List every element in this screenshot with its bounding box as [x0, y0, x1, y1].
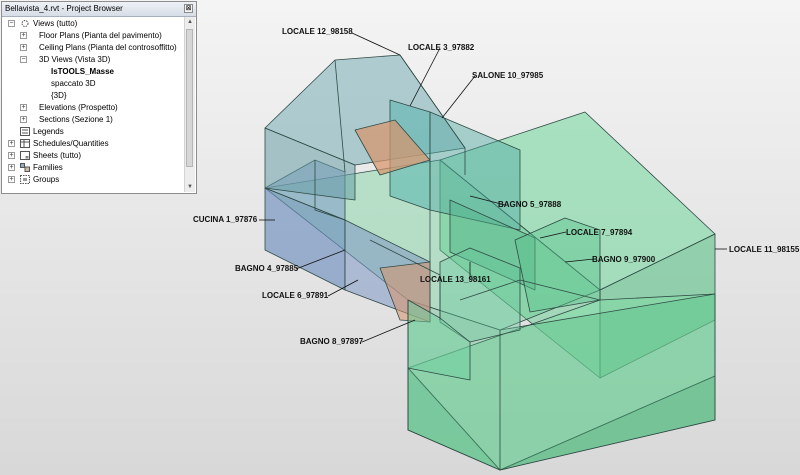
leader-salone: [441, 75, 476, 119]
expand-icon[interactable]: +: [8, 176, 15, 183]
close-icon[interactable]: ⊠: [184, 4, 193, 13]
leader-bagno8: [361, 319, 416, 343]
collapse-icon[interactable]: −: [20, 56, 27, 63]
tree-item-label: 3D Views (Vista 3D): [39, 55, 111, 64]
tree-item-label: Sections (Sezione 1): [39, 115, 113, 124]
tree-item-label: Sheets (tutto): [33, 151, 82, 160]
views-icon: [21, 20, 29, 27]
expand-icon[interactable]: +: [20, 116, 27, 123]
sheet-icon: [20, 151, 30, 160]
leader-bagno9: [564, 258, 595, 263]
tree-item-label: Floor Plans (Pianta del pavimento): [39, 31, 162, 40]
tree-item-label: Views (tutto): [33, 19, 78, 28]
legend-icon: [20, 127, 30, 136]
leader-bagno4: [295, 249, 346, 270]
leader-bagno5: [469, 195, 506, 206]
expand-icon[interactable]: +: [20, 32, 27, 39]
scrollbar-thumb[interactable]: [186, 29, 193, 167]
room-label-cucina-1: CUCINA 1_97876: [193, 215, 258, 224]
schedule-icon: [20, 139, 30, 148]
tree-item-label: Ceiling Plans (Pianta del controsoffitto…: [39, 43, 177, 52]
expand-icon[interactable]: +: [8, 140, 15, 147]
tree-item-label: Groups: [33, 175, 60, 184]
room-label-locale-7: LOCALE 7_97894: [566, 228, 633, 237]
project-browser-titlebar[interactable]: Bellavista_4.rvt - Project Browser ⊠: [2, 2, 196, 17]
mass-locale12-front: [264, 127, 356, 201]
tree-item-3d-views[interactable]: − 3D Views (Vista 3D): [2, 54, 182, 66]
tree-item-floor-plans[interactable]: + Floor Plans (Pianta del pavimento): [2, 30, 182, 42]
leader-locale6: [327, 279, 359, 297]
room-label-bagno-4: BAGNO 4_97885: [235, 264, 299, 273]
room-label-bagno-5: BAGNO 5_97888: [498, 200, 562, 209]
scroll-down-icon[interactable]: ▼: [187, 184, 193, 190]
leader-locale7: [539, 231, 567, 239]
scroll-up-icon[interactable]: ▲: [187, 19, 193, 25]
tree-item-sections[interactable]: + Sections (Sezione 1): [2, 114, 182, 126]
tree-item-label: Legends: [33, 127, 64, 136]
groups-icon: [20, 175, 30, 184]
tree-scrollbar[interactable]: ▲ ▼: [184, 17, 195, 192]
leader-locale12: [351, 32, 401, 56]
expand-icon[interactable]: +: [20, 44, 27, 51]
mass-bagno9: [514, 217, 601, 313]
room-label-bagno-8: BAGNO 8_97897: [300, 337, 364, 346]
room-label-salone-10: SALONE 10_97985: [472, 71, 544, 80]
mass-bagno5: [449, 199, 536, 291]
tree-item-label: spaccato 3D: [51, 79, 96, 88]
tree-item-ceiling-plans[interactable]: + Ceiling Plans (Pianta del controsoffit…: [2, 42, 182, 54]
tree-item-spaccato-3d[interactable]: spaccato 3D: [2, 78, 182, 90]
tree-item-sheets[interactable]: + Sheets (tutto): [2, 150, 182, 162]
tree-item-elevations[interactable]: + Elevations (Prospetto): [2, 102, 182, 114]
tree-item-groups[interactable]: + Groups: [2, 174, 182, 186]
collapse-icon[interactable]: −: [8, 20, 15, 27]
project-tree: − Views (tutto) + Floor Plans (Pianta de…: [2, 17, 186, 193]
tree-item-label: Families: [33, 163, 63, 172]
project-browser-title: Bellavista_4.rvt - Project Browser: [5, 4, 123, 13]
tree-item-families[interactable]: + Families: [2, 162, 182, 174]
tree-item-label: IsTOOLS_Masse: [51, 67, 114, 76]
room-label-locale-13: LOCALE 13_98161: [420, 275, 491, 284]
leader-locale3: [409, 47, 441, 107]
room-label-bagno-9: BAGNO 9_97900: [592, 255, 656, 264]
families-icon: [20, 163, 30, 172]
tree-item-schedules[interactable]: + Schedules/Quantities: [2, 138, 182, 150]
tree-item-istools-masse[interactable]: IsTOOLS_Masse: [2, 66, 182, 78]
expand-icon[interactable]: +: [8, 164, 15, 171]
tree-item-label: Elevations (Prospetto): [39, 103, 118, 112]
expand-icon[interactable]: +: [8, 152, 15, 159]
expand-icon[interactable]: +: [20, 104, 27, 111]
project-browser: Bellavista_4.rvt - Project Browser ⊠ − V…: [1, 1, 197, 194]
tree-item-views[interactable]: − Views (tutto): [2, 18, 182, 30]
room-label-locale-3: LOCALE 3_97882: [408, 43, 475, 52]
room-label-locale-11: LOCALE 11_98155: [729, 245, 800, 254]
tree-item-label: {3D}: [51, 91, 67, 100]
room-label-locale-12: LOCALE 12_98158: [282, 27, 353, 36]
room-label-locale-6: LOCALE 6_97891: [262, 291, 329, 300]
tree-item-3d[interactable]: {3D}: [2, 90, 182, 102]
tree-item-legends[interactable]: Legends: [2, 126, 182, 138]
tree-item-label: Schedules/Quantities: [33, 139, 109, 148]
